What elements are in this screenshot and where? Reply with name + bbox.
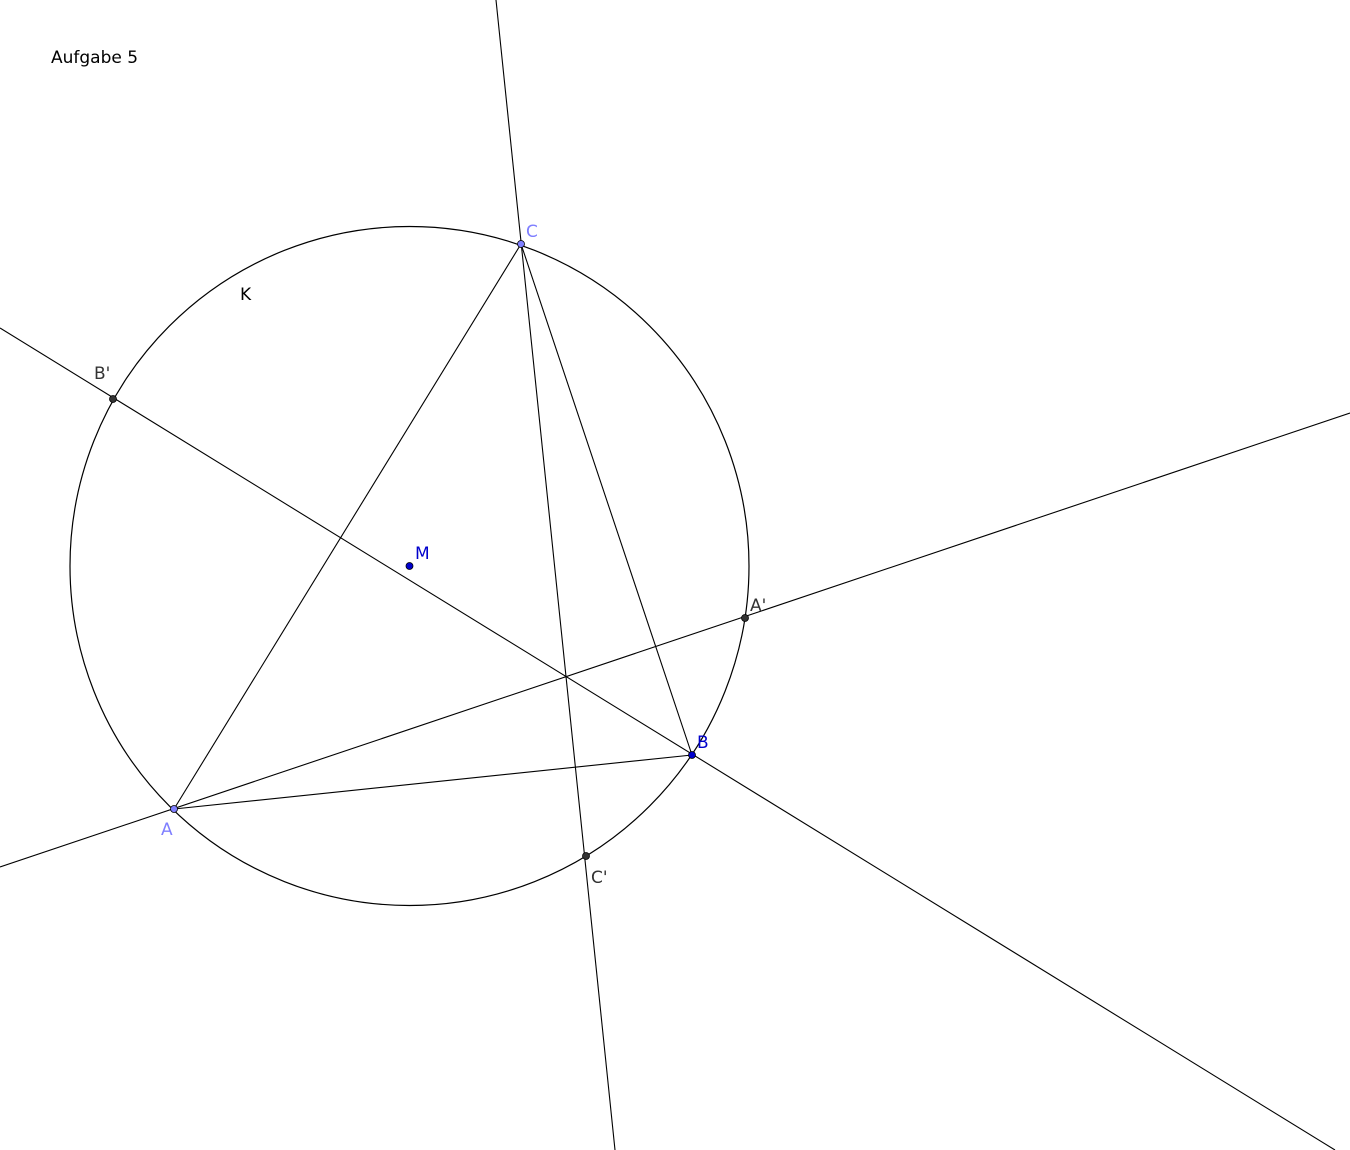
point-a-prime[interactable] bbox=[741, 614, 749, 622]
label-m: M bbox=[415, 544, 430, 564]
page-title: Aufgabe 5 bbox=[51, 48, 139, 68]
point-c-prime[interactable] bbox=[582, 852, 590, 860]
label-c: C bbox=[526, 222, 538, 242]
label-b-prime: B' bbox=[94, 364, 110, 384]
point-b[interactable] bbox=[688, 751, 696, 759]
line-through-c-c-prime[interactable] bbox=[495, 0, 616, 1150]
label-circle-k: K bbox=[240, 285, 252, 305]
side-ab[interactable] bbox=[173, 754, 693, 810]
point-b-prime[interactable] bbox=[109, 395, 117, 403]
point-c[interactable] bbox=[517, 240, 525, 248]
side-ca[interactable] bbox=[173, 243, 522, 810]
label-c-prime: C' bbox=[591, 868, 608, 888]
line-through-a-a-prime[interactable] bbox=[0, 412, 1350, 868]
side-bc[interactable] bbox=[520, 243, 693, 756]
point-m[interactable] bbox=[405, 562, 414, 570]
point-a[interactable] bbox=[170, 805, 178, 813]
line-through-b-b-prime[interactable] bbox=[0, 327, 1336, 1150]
label-a-prime: A' bbox=[750, 596, 766, 616]
label-a: A bbox=[161, 820, 173, 840]
circle-k[interactable] bbox=[69, 225, 750, 907]
label-b: B bbox=[697, 733, 709, 753]
